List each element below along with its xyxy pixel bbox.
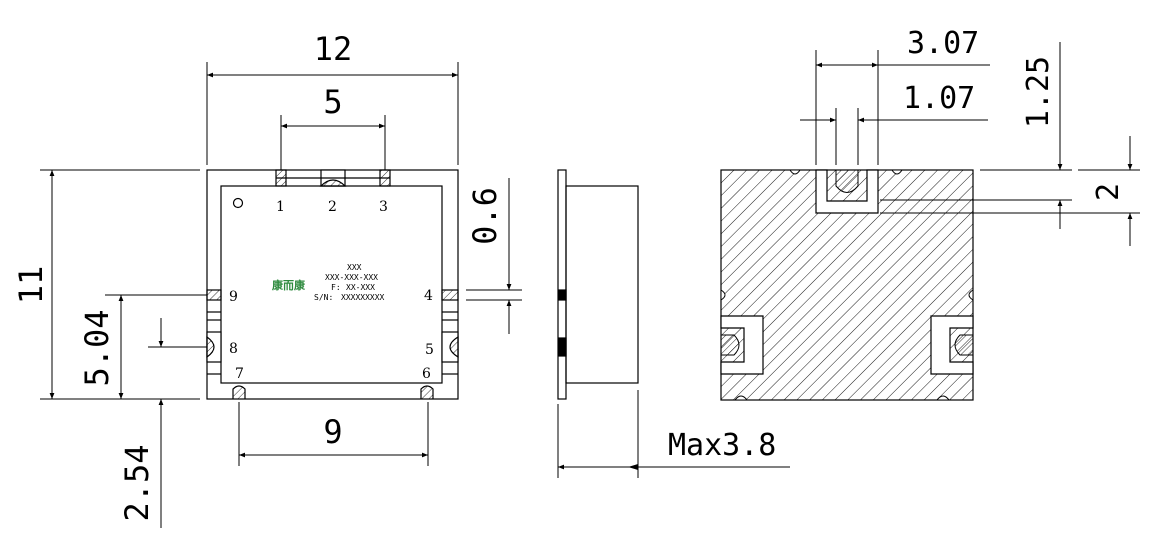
bottom-dimension-texts: 3.07 1.07 1.25 2 xyxy=(903,26,1126,201)
left-pins xyxy=(206,289,222,375)
dim-edge-125: 1.25 xyxy=(1021,56,1056,128)
side-base xyxy=(557,169,567,400)
dim-span-5: 5 xyxy=(323,83,342,121)
front-dimension-texts: 12 5 9 11 5.04 2.54 0.6 xyxy=(12,30,504,522)
pin-3-label: 3 xyxy=(379,199,388,215)
pin1-marker xyxy=(232,197,244,209)
label-line2: XXX-XXX-XXX xyxy=(325,273,378,282)
dim-pin-06: 0.6 xyxy=(466,187,504,245)
label-sn-prefix: S/N: xyxy=(314,293,333,302)
label-sn-value: XXXXXXXXX xyxy=(341,293,385,302)
label-f-value: XX-XXX xyxy=(346,283,375,292)
left-slot xyxy=(720,315,764,375)
front-dimension-lines xyxy=(40,62,522,528)
pin-8-label: 8 xyxy=(229,341,238,357)
pin-9-label: 9 xyxy=(229,289,238,305)
dim-width-12: 12 xyxy=(314,30,353,68)
right-slot xyxy=(930,315,974,375)
dim-height-11: 11 xyxy=(12,266,50,305)
dim-max-height: Max3.8 xyxy=(668,428,776,463)
dim-slot-107: 1.07 xyxy=(903,81,975,116)
top-slot xyxy=(815,169,879,214)
dim-pitch-254: 2.54 xyxy=(118,444,156,521)
bottom-pins xyxy=(232,385,434,399)
pin-5-label: 5 xyxy=(425,342,434,358)
label-line1: XXX xyxy=(347,263,362,272)
pin-4-label: 4 xyxy=(424,288,433,304)
bottom-view xyxy=(720,169,974,401)
side-view xyxy=(557,169,790,478)
top-pins xyxy=(275,169,391,187)
pin-2-label: 2 xyxy=(328,199,337,215)
product-label: 康而康 XXX XXX-XXX-XXX F: XX-XXX S/N: XXXXX… xyxy=(272,263,385,302)
bottom-dimension-lines xyxy=(800,42,1140,246)
dim-offset-504: 5.04 xyxy=(78,309,116,386)
right-pins xyxy=(441,289,459,375)
pin-1-label: 1 xyxy=(276,199,285,215)
brand-logo: 康而康 xyxy=(272,278,306,292)
label-f-prefix: F: xyxy=(331,283,341,292)
pin-6-label: 6 xyxy=(422,366,431,382)
dim-span-9: 9 xyxy=(323,413,342,451)
pin-labels: 1 2 3 4 5 6 7 8 9 xyxy=(229,199,434,382)
dim-slot-307: 3.07 xyxy=(907,26,979,61)
dim-depth-2: 2 xyxy=(1091,183,1126,201)
side-body xyxy=(565,185,639,384)
side-arrow xyxy=(628,464,638,470)
front-view xyxy=(206,169,459,400)
pin-7-label: 7 xyxy=(235,366,244,382)
